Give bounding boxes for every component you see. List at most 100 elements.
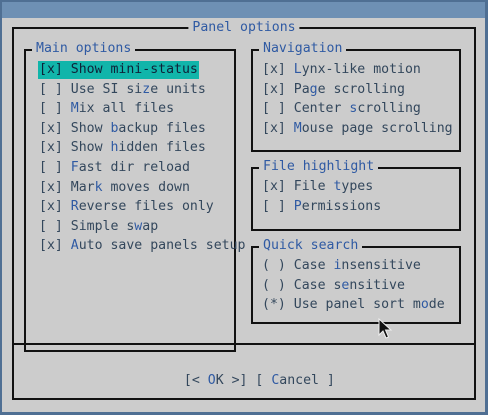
radio-mark: ( ) [262,258,286,273]
label-part [63,238,71,253]
checkbox-mark: [ ] [39,160,63,175]
cancel-button[interactable]: [ Cancel ] [255,372,334,390]
checkbox-mark: [ ] [39,218,63,234]
checkbox-main_options-6[interactable]: [x] Mark moves down [38,179,191,197]
ok-button-hotkey: O [207,373,216,388]
hotkey-letter: e [341,277,350,293]
hotkey-letter: P [293,198,302,214]
navigation-group: Navigation [251,40,461,152]
hotkey-letter: R [70,199,79,215]
radio-quick_search-1[interactable]: ( ) Case sensitive [261,277,406,295]
checkbox-mark: [x] [262,81,286,97]
checkbox-navigation-0[interactable]: [x] Lynx-like motion [261,61,422,79]
main-options-title: Main options [32,40,136,58]
label-part: Pa [285,81,310,97]
hotkey-letter: h [110,140,119,156]
hotkey-letter: A [70,238,79,254]
checkbox-main_options-0[interactable]: [x] Show mini-status [38,61,199,79]
label-part: uto save panels setup [78,238,246,254]
ok-button-prefix: [< [183,373,208,388]
cancel-button-prefix: [ [255,373,272,388]
checkbox-main_options-5[interactable]: [ ] Fast dir reload [38,159,191,177]
label-part [286,199,294,214]
checkbox-navigation-2[interactable]: [ ] Center scrolling [261,100,422,118]
checkbox-mark: [x] [262,179,286,194]
radio-quick_search-0[interactable]: ( ) Case insensitive [261,257,422,275]
label-part: ermissions [301,198,382,214]
cancel-button-suffix: ancel ] [279,373,335,388]
checkbox-mark: [x] [39,62,63,77]
label-part: ypes [341,179,374,194]
checkbox-mark: [x] [262,62,286,77]
label-part [286,62,294,77]
checkbox-navigation-1[interactable]: [x] Page scrolling [261,81,406,99]
dialog-title: Panel options [188,19,300,37]
label-part: ast dir reload [78,160,190,175]
checkbox-file_highlight-0[interactable]: [x] File types [261,178,374,196]
label-part [63,160,71,175]
label-part: ackup files [118,120,206,136]
checkbox-mark: [ ] [262,198,286,214]
checkbox-mark: [x] [262,120,286,136]
checkbox-mark: [ ] [39,101,63,117]
button-separator [13,343,476,345]
label-part: Use panel sort m [285,297,421,313]
hotkey-letter: t [333,179,342,194]
hotkey-letter: o [420,297,429,313]
label-part: File [285,179,334,194]
quick-search-title: Quick search [259,237,363,255]
checkbox-main_options-2[interactable]: [ ] Mix all files [38,100,175,118]
file-highlight-title: File highlight [259,158,379,176]
checkbox-main_options-8[interactable]: [ ] Simple swap [38,218,159,236]
checkbox-main_options-1[interactable]: [ ] Use SI size units [38,81,207,99]
hotkey-letter: b [110,120,119,136]
label-part: moves down [102,179,190,195]
mouse-pointer-icon [378,318,393,339]
checkbox-mark: [ ] [262,101,286,117]
radio-quick_search-2[interactable]: (*) Use panel sort mode [261,296,446,314]
label-part: e scrolling [317,81,405,97]
radio-mark: (*) [262,297,286,313]
hotkey-letter: S [70,62,79,77]
hotkey-letter: z [142,81,151,97]
checkbox-main_options-9[interactable]: [x] Auto save panels setup [38,237,246,255]
checkbox-main_options-4[interactable]: [x] Show hidden files [38,139,207,157]
label-part: ap [142,218,159,234]
label-part: how mini-status [78,62,198,77]
navigation-title: Navigation [259,40,347,58]
checkbox-mark: [x] [39,140,63,156]
label-part: Mar [62,179,95,195]
radio-mark: ( ) [262,277,286,293]
checkbox-main_options-3[interactable]: [x] Show backup files [38,120,207,138]
hotkey-letter: w [134,218,143,234]
ok-button-suffix: K >] [215,373,248,388]
file-highlight-group: File highlight [251,158,461,231]
label-part: nsensitive [341,258,421,273]
checkbox-mark: [x] [39,179,63,195]
label-part: idden files [118,140,206,156]
label-part [286,121,294,136]
label-part: crolling [357,101,421,117]
dialog-border: Panel options [12,19,476,400]
hotkey-letter: M [293,120,302,136]
label-part: Show [62,120,111,136]
checkbox-main_options-7[interactable]: [x] Reverse files only [38,198,215,216]
label-part: Case s [285,277,342,293]
label-part [63,62,71,77]
checkbox-mark: [x] [39,120,63,136]
hotkey-letter: k [94,179,103,195]
label-part: Center [285,101,350,117]
cancel-button-hotkey: C [271,373,280,388]
ok-button[interactable]: [< OK >] [184,372,248,390]
label-part: ix all files [78,101,175,117]
panel-options-dialog: Panel options Main options Navigation Fi… [2,18,485,412]
label-part: Show [62,140,111,156]
hotkey-letter: i [333,258,342,273]
label-part: nsitive [349,277,405,293]
checkbox-navigation-3[interactable]: [x] Mouse page scrolling [261,120,454,138]
hotkey-letter: F [70,160,79,175]
label-part: Simple s [62,218,135,234]
label-part: Use SI si [62,81,143,97]
checkbox-file_highlight-1[interactable]: [ ] Permissions [261,198,382,216]
